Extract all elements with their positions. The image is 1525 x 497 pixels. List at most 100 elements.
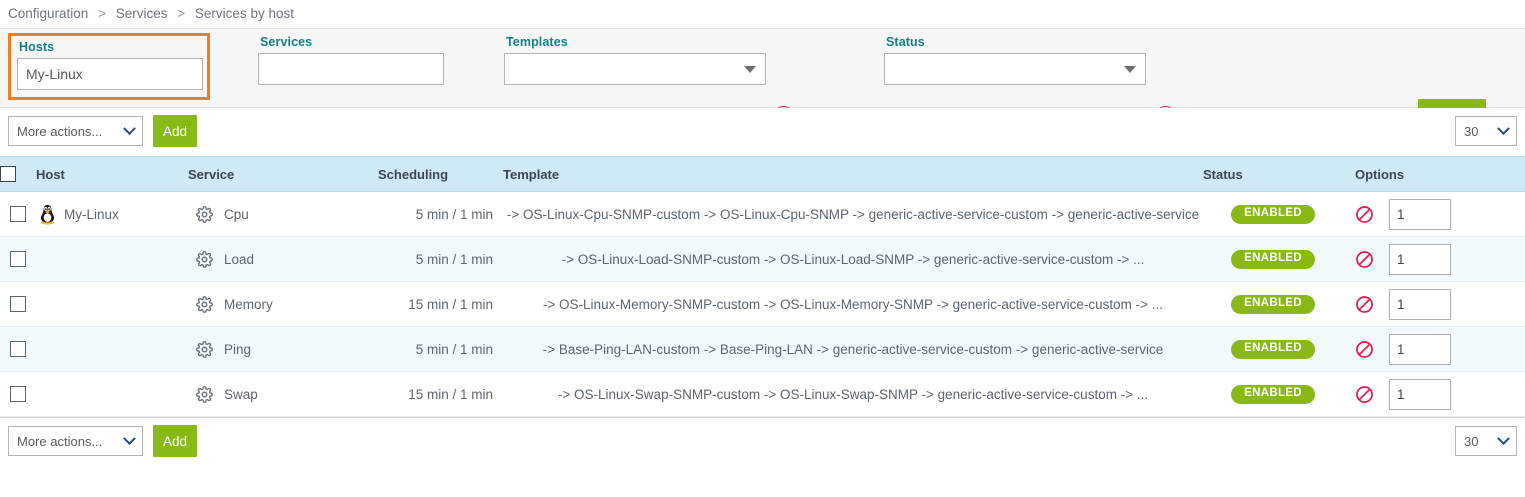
service-name[interactable]: Cpu: [224, 206, 249, 222]
chevron-down-icon: [123, 431, 136, 445]
options-cell: [1343, 371, 1525, 417]
template-cell: -> OS-Linux-Cpu-SNMP-custom -> OS-Linux-…: [503, 191, 1203, 237]
scheduling-cell: 5 min / 1 min: [368, 191, 503, 237]
gear-icon: [196, 385, 213, 403]
bottom-toolbar: More actions... Add 30: [0, 418, 1525, 465]
service-cell: Memory: [188, 281, 368, 327]
column-header-scheduling[interactable]: Scheduling: [368, 156, 503, 192]
table-header-row: Host Service Scheduling Template Status …: [0, 156, 1525, 192]
breadcrumb-item-services-by-host[interactable]: Services by host: [194, 6, 294, 21]
no-entry-icon[interactable]: [1355, 250, 1374, 269]
more-actions-label: More actions...: [17, 123, 103, 139]
scheduling-cell: 15 min / 1 min: [368, 371, 503, 417]
template-cell: -> Base-Ping-LAN-custom -> Base-Ping-LAN…: [503, 326, 1203, 372]
no-entry-icon[interactable]: [1355, 385, 1374, 404]
page-size-value: 30: [1464, 433, 1479, 449]
service-cell: Load: [188, 236, 368, 282]
table-row: My-Linux Cpu 5 min / 1 min-> OS-Linux-Cpu-…: [0, 191, 1525, 237]
template-cell: -> OS-Linux-Memory-SNMP-custom -> OS-Lin…: [503, 281, 1203, 327]
no-entry-icon[interactable]: [1355, 205, 1374, 224]
table-row: Memory 15 min / 1 min-> OS-Linux-Memory-S…: [0, 281, 1525, 327]
options-cell: [1343, 326, 1525, 372]
options-cell: [1343, 191, 1525, 237]
templates-filter-group: Templates: [504, 35, 766, 85]
status-cell: ENABLED: [1203, 236, 1343, 282]
scheduling-cell: 15 min / 1 min: [368, 281, 503, 327]
options-cell: [1343, 236, 1525, 282]
hosts-filter-group: Hosts: [8, 33, 210, 100]
select-all-header: [0, 156, 36, 192]
template-cell: -> OS-Linux-Swap-SNMP-custom -> OS-Linux…: [503, 371, 1203, 417]
page-size-value: 30: [1464, 123, 1479, 139]
row-checkbox[interactable]: [10, 251, 26, 268]
options-cell: [1343, 281, 1525, 327]
services-input[interactable]: [258, 53, 444, 85]
filter-bar: Hosts Services Templates ✕ Status ✕ Disa…: [0, 28, 1525, 148]
status-cell: ENABLED: [1203, 371, 1343, 417]
service-name[interactable]: Ping: [224, 341, 252, 357]
status-badge: ENABLED: [1231, 340, 1315, 359]
services-filter-group: Services: [258, 35, 444, 85]
row-checkbox[interactable]: [10, 341, 26, 358]
quantity-input[interactable]: [1389, 198, 1451, 230]
breadcrumb-separator: >: [177, 6, 186, 21]
column-header-template[interactable]: Template: [503, 156, 1203, 192]
host-cell: [36, 236, 188, 282]
row-select-cell: [0, 281, 36, 327]
breadcrumb-item-configuration[interactable]: Configuration: [8, 6, 89, 21]
top-toolbar: More actions... Add 30: [0, 108, 1525, 156]
row-checkbox[interactable]: [10, 386, 26, 403]
status-cell: ENABLED: [1203, 191, 1343, 237]
hosts-input[interactable]: [17, 58, 203, 90]
host-cell: [36, 326, 188, 372]
no-entry-icon[interactable]: [1355, 340, 1374, 359]
no-entry-icon[interactable]: [1355, 295, 1374, 314]
row-checkbox[interactable]: [10, 206, 26, 223]
gear-icon: [196, 295, 213, 313]
status-cell: ENABLED: [1203, 281, 1343, 327]
service-name[interactable]: Swap: [224, 386, 258, 402]
row-select-cell: [0, 326, 36, 372]
add-button-top[interactable]: Add: [153, 115, 197, 147]
quantity-input[interactable]: [1389, 243, 1451, 275]
templates-filter-label: Templates: [506, 35, 568, 49]
template-cell: -> OS-Linux-Load-SNMP-custom -> OS-Linux…: [503, 236, 1203, 282]
service-cell: Cpu: [188, 191, 368, 237]
quantity-input[interactable]: [1389, 378, 1451, 410]
column-header-status[interactable]: Status: [1203, 156, 1343, 192]
hosts-filter-label: Hosts: [19, 40, 55, 54]
gear-icon: [196, 250, 213, 268]
breadcrumb-separator: >: [98, 6, 106, 21]
more-actions-select-bottom[interactable]: More actions...: [8, 426, 143, 456]
services-table: Host Service Scheduling Template Status …: [0, 156, 1525, 417]
status-cell: ENABLED: [1203, 326, 1343, 372]
status-select[interactable]: [884, 53, 1146, 85]
table-header: Host Service Scheduling Template Status …: [0, 156, 1525, 192]
row-checkbox[interactable]: [10, 296, 26, 313]
more-actions-label: More actions...: [17, 433, 103, 449]
templates-select[interactable]: [504, 53, 766, 85]
column-header-service[interactable]: Service: [188, 156, 368, 192]
chevron-down-icon: [1497, 121, 1510, 135]
row-select-cell: [0, 236, 36, 282]
host-name[interactable]: My-Linux: [64, 206, 119, 222]
more-actions-select-top[interactable]: More actions...: [8, 116, 143, 146]
chevron-down-icon: [1497, 431, 1510, 445]
page-size-select-top[interactable]: 30: [1455, 116, 1517, 146]
service-cell: Swap: [188, 371, 368, 417]
quantity-input[interactable]: [1389, 288, 1451, 320]
column-header-host[interactable]: Host: [36, 156, 188, 192]
service-name[interactable]: Load: [224, 251, 255, 267]
add-button-bottom[interactable]: Add: [153, 425, 197, 457]
chevron-down-icon: [744, 65, 756, 73]
breadcrumb: Configuration > Services > Services by h…: [0, 0, 1525, 28]
row-select-cell: [0, 191, 36, 237]
select-all-checkbox[interactable]: [0, 166, 16, 183]
breadcrumb-item-services[interactable]: Services: [115, 6, 168, 21]
quantity-input[interactable]: [1389, 333, 1451, 365]
service-name[interactable]: Memory: [224, 296, 273, 312]
page-size-select-bottom[interactable]: 30: [1455, 426, 1517, 456]
table-body: My-Linux Cpu 5 min / 1 min-> OS-Linux-Cpu-…: [0, 191, 1525, 417]
